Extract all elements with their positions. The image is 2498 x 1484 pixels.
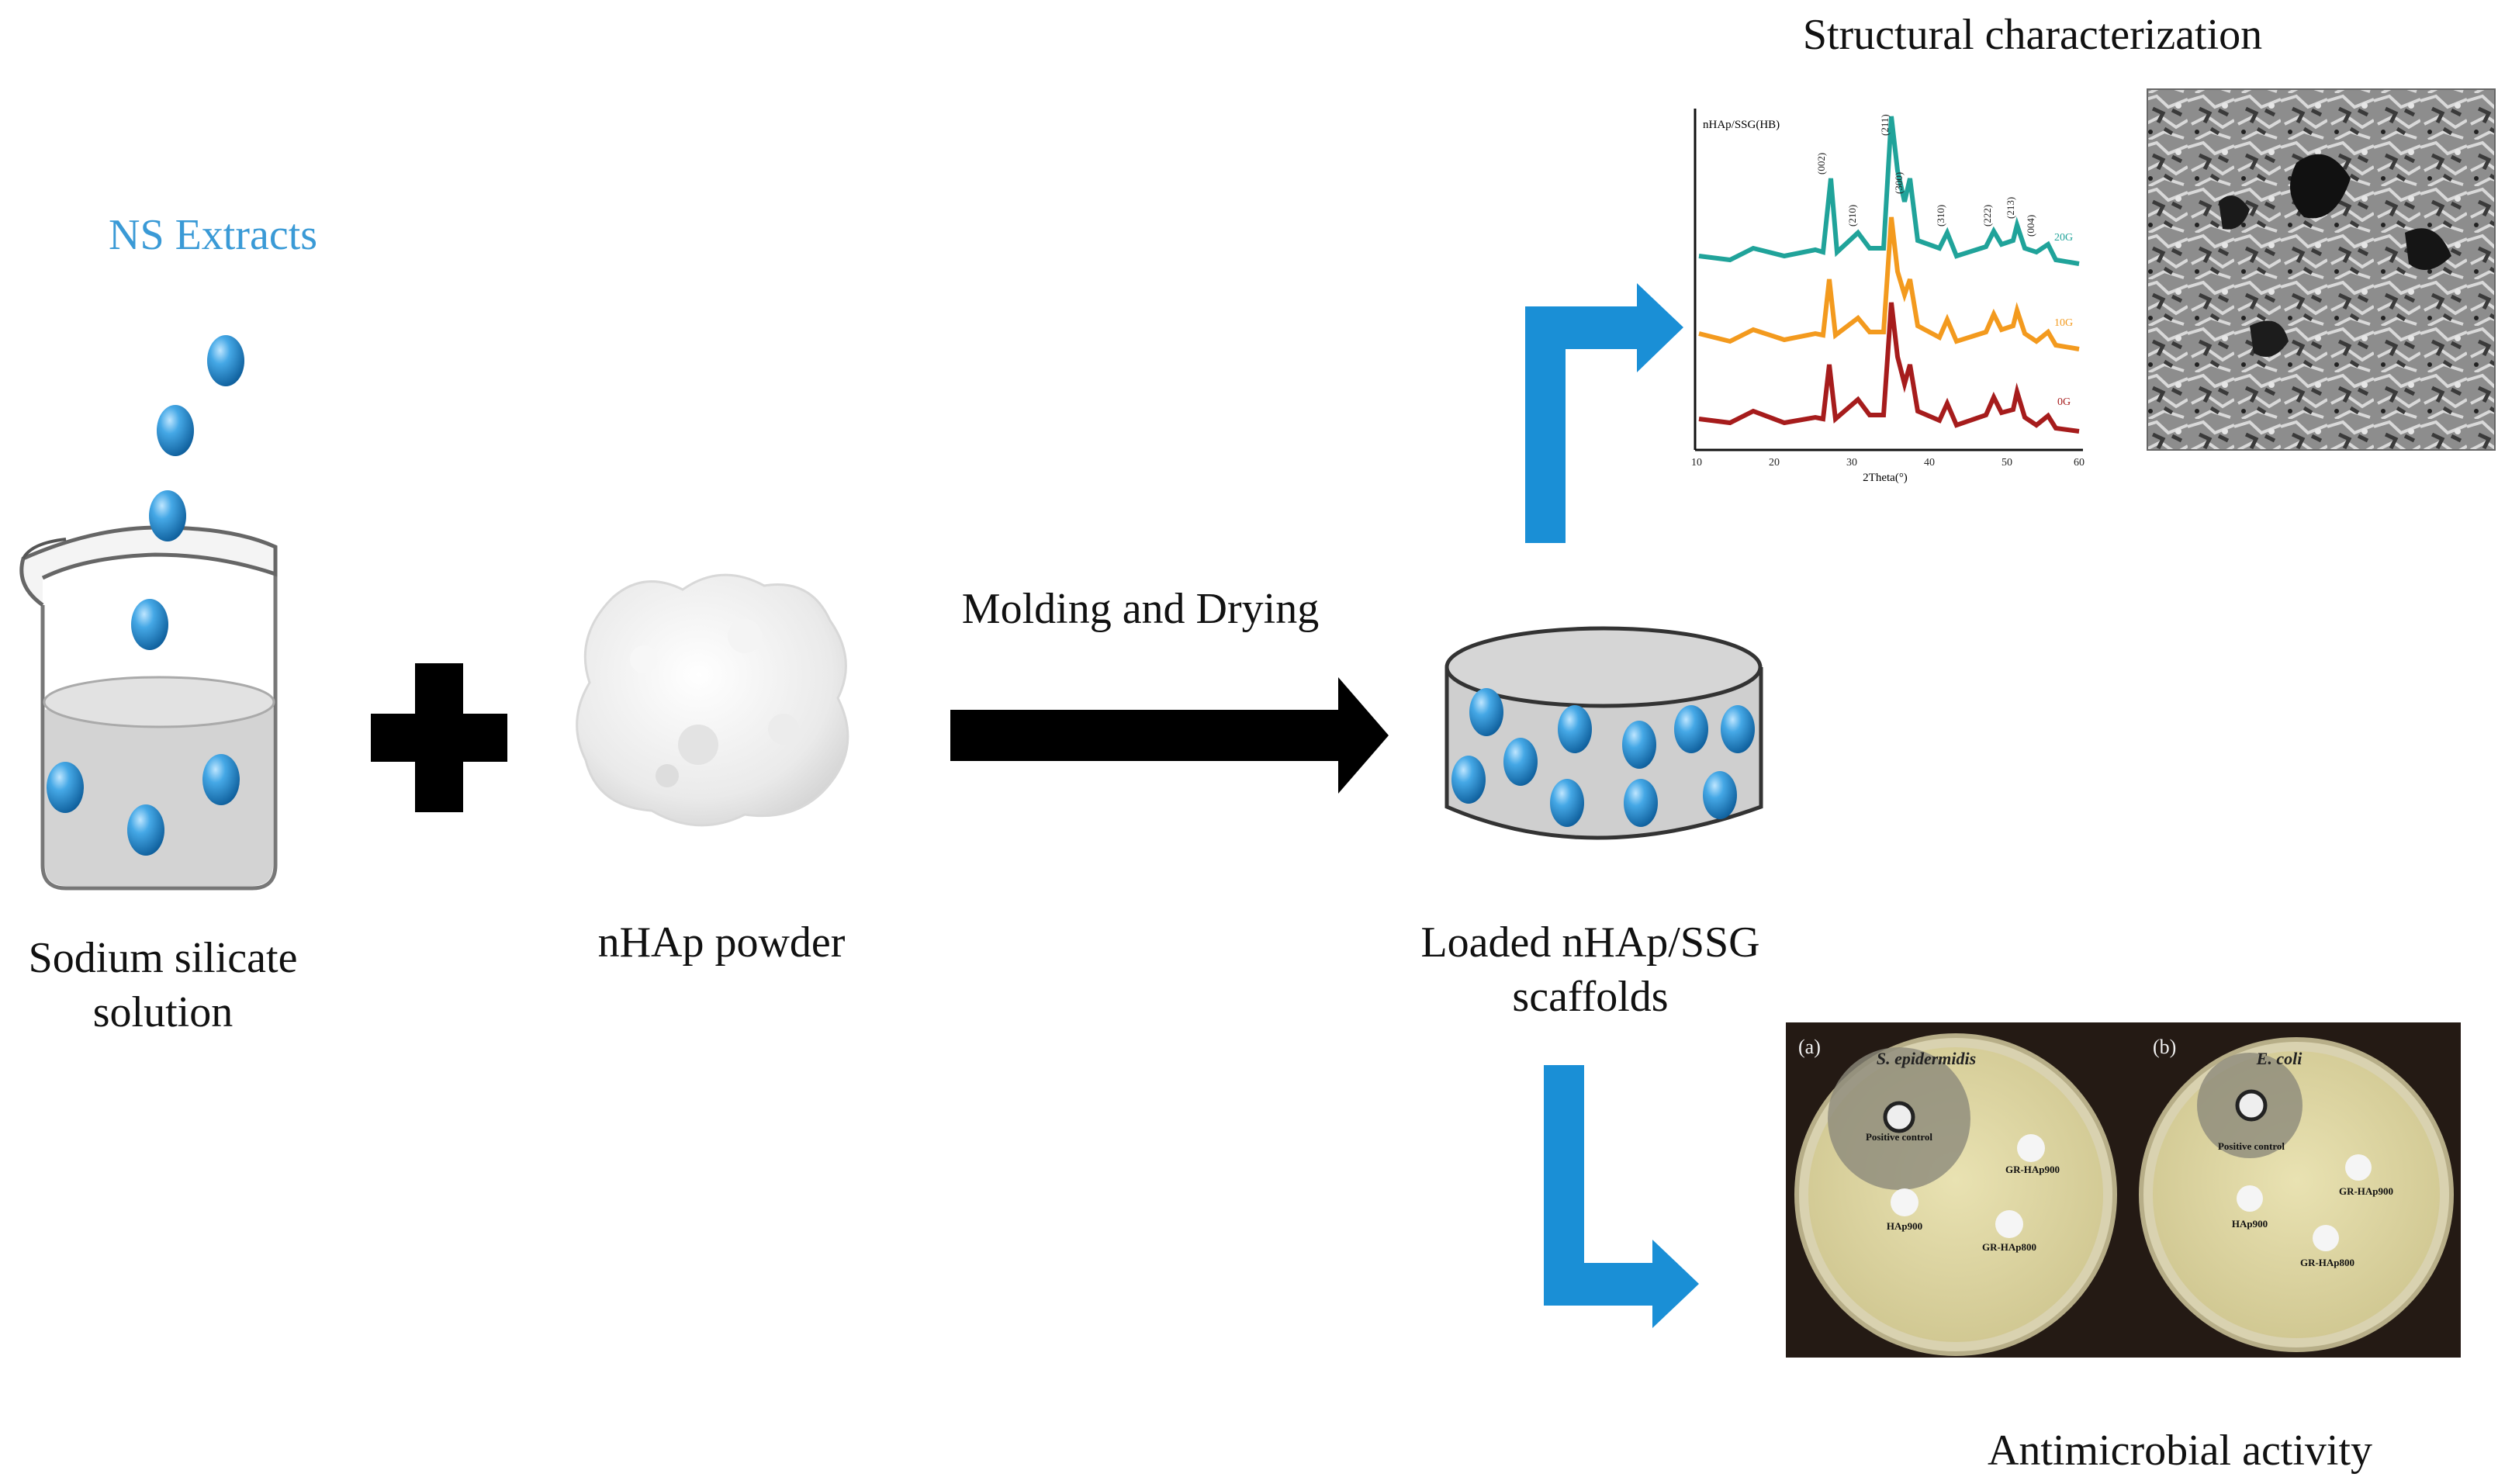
x-axis-label: 2Theta(°) [1863,472,1908,484]
disc-label: GR-HAp800 [1982,1241,2036,1253]
molding-drying-label: Molding and Drying [961,585,1320,633]
disc-label: GR-HAp800 [2300,1257,2354,1268]
x-tick: 50 [2002,457,2012,469]
petri-plate-b: (b) E. coli Positive control GR-HAp900 H… [2139,1036,2454,1352]
bead [1558,705,1592,753]
droplet [207,335,244,386]
plate-tag: (a) [1798,1036,1821,1058]
bead [1622,721,1656,769]
disc-label: GR-HAp900 [2339,1185,2393,1197]
structural-characterization-label: Structural characterization [1802,11,2263,59]
bead [127,804,164,856]
nhap-powder-label: nHAp powder [597,918,846,967]
droplet [131,599,168,650]
scaffold-icon [1444,626,1763,840]
bead [1624,779,1658,827]
process-arrow [950,677,1389,794]
sem-image [2147,88,2496,451]
organism-label: E. coli [2256,1049,2303,1068]
disc-label: Positive control [1866,1131,1932,1143]
series-tag: 10G [2054,317,2073,329]
x-tick: 10 [1691,457,1702,469]
peak-label: (310) [1935,205,1946,227]
liquid-fill [45,690,273,886]
x-tick: 30 [1846,457,1857,469]
powder-heap-icon [576,573,849,827]
bead [1469,688,1503,736]
antimicrobial-activity-label: Antimicrobial activity [1987,1427,2373,1475]
disc-label: Positive control [2218,1140,2285,1152]
droplet [149,490,186,541]
x-tick: 20 [1769,457,1780,469]
beaker-icon [19,525,278,891]
plate-tag: (b) [2153,1036,2176,1058]
petri-dish-photo: (a) S. epidermidis Positive control GR-H… [1786,1022,2461,1358]
x-tick: 40 [1924,457,1935,469]
bead [1503,738,1538,786]
arrow-up-right [1525,283,1683,543]
bead [1674,705,1708,753]
xrd-line-10G [1698,216,2080,351]
disc-label: GR-HAp900 [2005,1164,2060,1175]
ns-extracts-label: NS Extracts [109,211,318,259]
bead [47,762,84,813]
loaded-scaffolds-label: Loaded nHAp/SSG scaffolds [1420,918,1760,1021]
droplets [47,335,244,856]
sodium-silicate-label: Sodium silicate solution [28,934,298,1036]
peak-label: (002) [1815,153,1827,175]
disc-label: HAp900 [1887,1220,1922,1232]
peak-label: (210) [1846,205,1858,227]
plus-icon [371,663,507,812]
peak-label: (004) [2025,215,2036,237]
bead [1703,771,1737,819]
bead [1550,779,1584,827]
peak-label: (213) [2005,197,2016,219]
disc-label: HAp900 [2232,1218,2268,1230]
organism-label: S. epidermidis [1877,1049,1976,1068]
bead [1451,756,1486,804]
arrow-down-right [1544,1065,1699,1328]
petri-plate-a: (a) S. epidermidis Positive control GR-H… [1794,1033,2117,1356]
droplet [157,405,194,456]
bead [202,754,240,805]
peak-label: (211) [1879,114,1891,136]
series-tag: 20G [2054,232,2073,244]
xrd-line-0G [1698,302,2080,434]
series-tag: 0G [2057,396,2071,408]
xrd-chart: nHAp/SSG(HB) (002) (210) (211) (300) (31… [1691,109,2085,484]
peak-label: (222) [1981,205,1993,227]
xrd-top-label: nHAp/SSG(HB) [1703,119,1780,131]
peak-label: (300) [1893,172,1905,194]
x-tick: 60 [2074,457,2085,469]
bead [1721,705,1755,753]
xrd-line-20G [1698,116,2080,266]
